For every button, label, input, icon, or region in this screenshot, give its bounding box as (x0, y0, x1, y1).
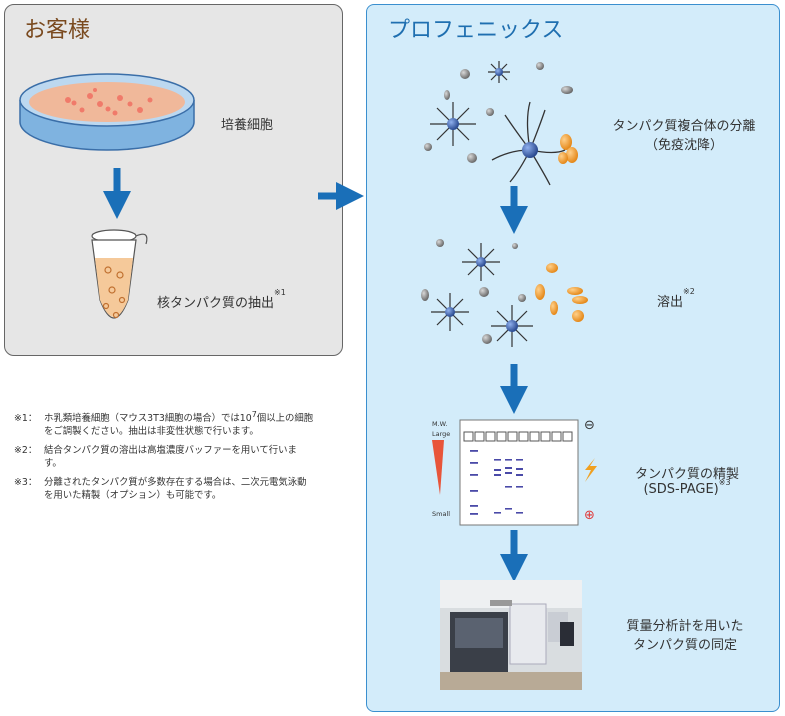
footnote-mark: ※1： (14, 413, 38, 424)
footnote-mark: ※3： (14, 477, 38, 488)
step1-sub: （免疫沈降） (644, 138, 723, 153)
customer-panel (4, 4, 343, 356)
step3-sub: (SDS-PAGE)※3 (612, 478, 762, 497)
step3-sub-text: (SDS-PAGE) (643, 482, 719, 497)
profenix-title: プロフェニックス (388, 18, 564, 43)
cells-label: 培養細胞 (221, 118, 274, 133)
mass-spectrometer-photo (440, 580, 582, 690)
gel-minus-symbol: ⊖ (584, 418, 595, 433)
gel-small-label: Small (432, 510, 451, 518)
extract-note-ref: ※1 (274, 288, 286, 297)
footnote-sup: 7 (251, 410, 257, 419)
sds-page-gel-icon (432, 419, 597, 526)
footnotes: ※1： ホ乳類培養細胞（マウス3T3細胞の場合）では107個以上の細胞をご調製く… (14, 410, 314, 508)
step4-line1: 質量分析計を用いた (626, 619, 744, 634)
step2-note-ref: ※2 (683, 287, 695, 296)
step2-label: 溶出※2 (657, 287, 695, 310)
protein-complex-icon (424, 61, 578, 186)
petri-dish-icon (19, 73, 195, 151)
step1-label: タンパク質複合体の分離 (612, 119, 756, 134)
extract-label: 核タンパク質の抽出※1 (157, 288, 286, 311)
footnote-text: 結合タンパク質の溶出は高塩濃度バッファーを用いて行います。 (44, 445, 297, 469)
customer-title: お客様 (24, 18, 91, 43)
gel-large-label: Large (432, 430, 451, 438)
footnote-text-after: 個以上の細胞をご調製ください。抽出は非変性状態で行います。 (44, 413, 314, 437)
footnote-3: ※3： 分離されたタンパク質が多数存在する場合は、二次元電気泳動を用いた精製（オ… (14, 476, 314, 502)
step3-note-ref: ※3 (718, 478, 731, 487)
extract-label-text: 核タンパク質の抽出 (157, 296, 275, 311)
footnote-1: ※1： ホ乳類培養細胞（マウス3T3細胞の場合）では107個以上の細胞をご調製く… (14, 410, 314, 438)
footnote-mark: ※2： (14, 445, 38, 456)
footnote-text: ホ乳類培養細胞（マウス3T3細胞の場合）では10 (44, 413, 252, 424)
step2-label-text: 溶出 (657, 295, 684, 310)
tube-icon (91, 229, 148, 319)
step3-label: タンパク質の精製 (634, 467, 739, 482)
footnote-2: ※2： 結合タンパク質の溶出は高塩濃度バッファーを用いて行います。 (14, 444, 314, 470)
gel-plus-symbol: ⊕ (584, 508, 595, 523)
elution-icon (421, 239, 588, 347)
step4-line2: タンパク質の同定 (632, 638, 737, 653)
gel-mw-label: M.W. (432, 420, 448, 428)
footnote-text: 分離されたタンパク質が多数存在する場合は、二次元電気泳動を用いた精製（オプション… (44, 477, 307, 501)
